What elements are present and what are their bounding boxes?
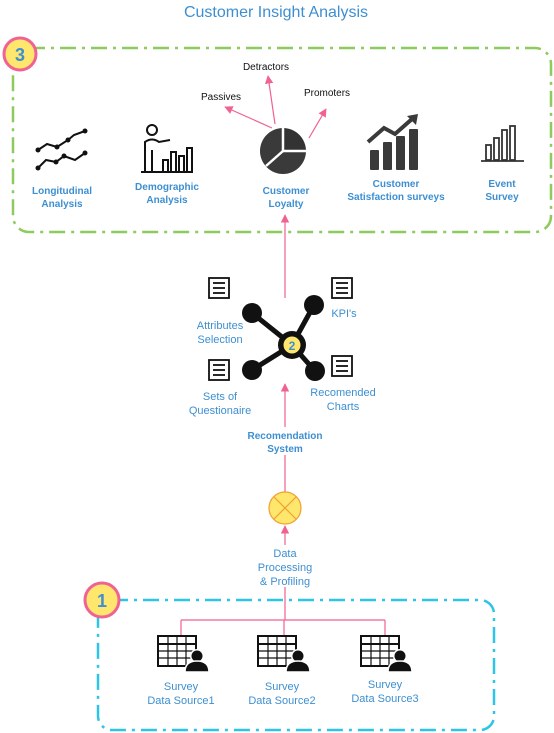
loyalty-label-line1: Customer	[263, 186, 310, 197]
merge-icon	[268, 491, 302, 525]
demographic-label-line2: Analysis	[146, 195, 188, 206]
longitudinal-label-line1: Longitudinal	[32, 186, 92, 197]
attributes-label-line1: Attributes	[197, 320, 244, 332]
line-trend-icon	[35, 128, 88, 171]
network-hub-icon: 2	[242, 295, 325, 381]
badge-one: 1	[83, 581, 121, 619]
analysis-group-border	[11, 46, 553, 234]
processing-label-line3: & Profiling	[260, 576, 310, 588]
processing-label-line2: Processing	[258, 562, 312, 574]
loyalty-label-line2: Loyalty	[268, 199, 303, 210]
recommendation-system-line1: Recomendation	[247, 431, 322, 442]
source3-label-line1: Survey	[368, 679, 403, 691]
badge-two-label: 2	[289, 339, 296, 353]
page-title: Customer Insight Analysis	[184, 4, 368, 21]
source3-label-line2: Data Source3	[351, 693, 418, 705]
promoters-label: Promoters	[304, 88, 350, 99]
bar-chart-outline-icon	[481, 125, 524, 162]
arrow-to-promoters	[308, 108, 327, 139]
arrow-to-passives	[224, 106, 273, 129]
longitudinal-label-line2: Analysis	[41, 199, 83, 210]
charts-label-line1: Recomended	[310, 387, 375, 399]
source2-label-line2: Data Source2	[248, 695, 315, 707]
table-user-icon	[257, 635, 311, 673]
badge-one-label: 1	[97, 591, 107, 611]
recommendation-system-line2: System	[267, 444, 303, 455]
document-list-icon	[331, 277, 353, 299]
table-user-icon	[157, 635, 210, 673]
processing-label-line1: Data	[273, 548, 297, 560]
table-user-icon	[360, 635, 413, 673]
demographic-label-line1: Demographic	[135, 182, 199, 193]
satisfaction-label-line2: Satisfaction surveys	[347, 192, 445, 203]
detractors-label: Detractors	[243, 62, 289, 73]
rising-bar-chart-icon	[366, 114, 418, 170]
document-list-icon	[208, 359, 230, 381]
charts-label-line2: Charts	[327, 401, 360, 413]
kpis-label: KPI's	[331, 308, 357, 320]
questionnaire-label-line2: Questionaire	[189, 405, 251, 417]
pie-chart-icon	[260, 128, 306, 174]
document-list-icon	[331, 355, 353, 377]
event-label-line1: Event	[488, 179, 516, 190]
event-label-line2: Survey	[485, 192, 519, 203]
satisfaction-label-line1: Customer	[373, 179, 420, 190]
source1-label-line2: Data Source1	[147, 695, 214, 707]
arrow-to-detractors	[264, 75, 276, 125]
recommendation-system-label-bg	[237, 427, 333, 455]
questionnaire-label-line1: Sets of	[203, 391, 238, 403]
badge-three-label: 3	[15, 45, 25, 65]
processing-label-bg	[250, 545, 320, 587]
source1-label-line1: Survey	[164, 681, 199, 693]
sources-connector	[180, 619, 386, 636]
sources-group-border	[96, 598, 496, 732]
passives-label: Passives	[201, 92, 241, 103]
badge-three: 3	[2, 36, 38, 72]
document-list-icon	[208, 277, 230, 299]
source2-label-line1: Survey	[265, 681, 300, 693]
attributes-label-line2: Selection	[197, 334, 242, 346]
presenter-bar-chart-icon	[141, 124, 193, 173]
